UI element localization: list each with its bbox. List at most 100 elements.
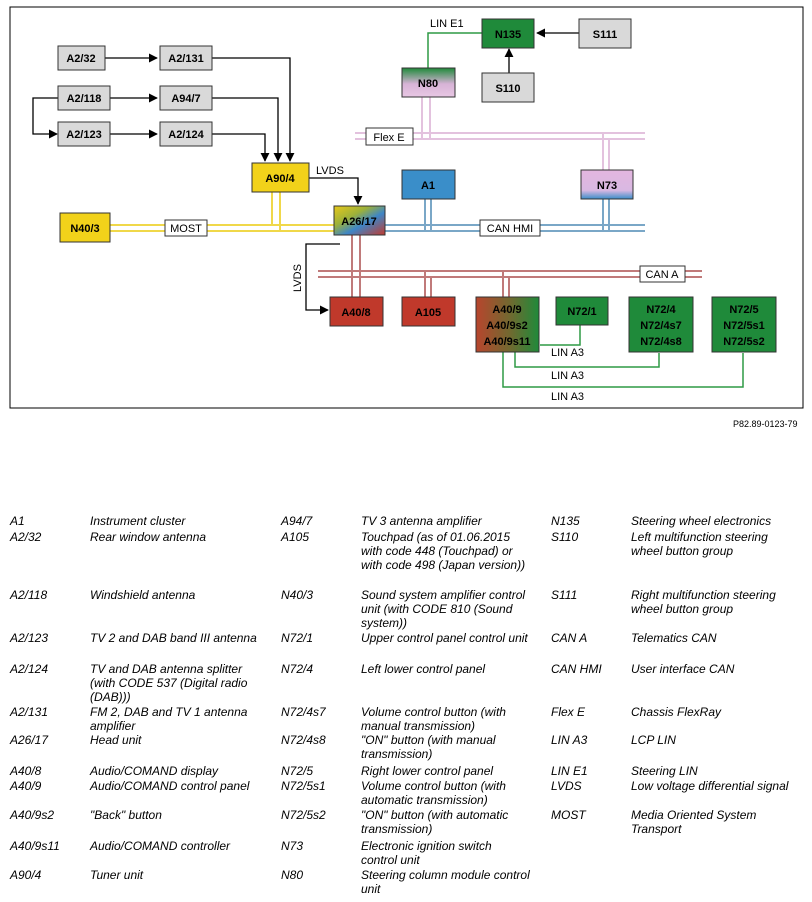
svg-text:A40/9s2: A40/9s2 [486,320,528,332]
legend-code: A94/7 [281,514,313,528]
legend-code: N73 [281,839,304,853]
legend-description: Steering LIN [631,764,698,778]
svg-text:A2/124: A2/124 [168,129,204,141]
svg-text:A40/9: A40/9 [492,304,521,316]
svg-text:N72/4s7: N72/4s7 [640,320,682,332]
label-flex-e: Flex E [365,127,414,146]
svg-text:MOST: MOST [170,223,202,235]
box-A2-131: A2/131 [159,45,213,71]
legend-description: Rear window antenna [90,530,207,544]
lin-a3-lines [502,325,744,388]
signal-arrows [32,28,579,315]
legend-description: Right multifunction steering wheel butto… [631,588,776,616]
legend-description: Steering wheel electronics [631,514,772,528]
box-A2-123: A2/123 [57,121,111,147]
legend-code: A90/4 [10,868,42,882]
box-N80: N80 [401,67,456,98]
legend-description: Tuner unit [90,868,144,882]
legend-code: N72/1 [281,631,314,645]
legend-code: N72/5s2 [281,808,326,822]
legend-description: Upper control panel control unit [361,631,528,645]
legend-description: Telematics CAN [631,631,717,645]
svg-text:A2/118: A2/118 [67,93,102,105]
legend-description: Left lower control panel [361,662,486,676]
legend-description: Instrument cluster [90,514,186,528]
legend-description: Touchpad (as of 01.06.2015 with code 448… [361,530,526,572]
legend-code: A2/32 [10,530,42,544]
box-N73: N73 [580,169,634,200]
svg-text:A40/8: A40/8 [341,307,370,319]
legend-code: CAN A [551,631,588,645]
box-N72-5: N72/5 N72/5s1 N72/5s2 [711,296,777,353]
svg-text:S110: S110 [495,83,520,95]
label-can-a: CAN A [639,265,686,283]
svg-text:CAN HMI: CAN HMI [487,223,533,235]
network-diagram: A2/32 A2/131 A2/118 A94/7 A2/123 A2/124 … [9,6,804,409]
legend-code: CAN HMI [551,662,602,676]
diagram-frame [9,6,804,409]
legend-description: "ON" button (with automatic transmission… [361,808,509,836]
svg-text:A105: A105 [415,307,441,319]
legend-description: TV 2 and DAB band III antenna [90,631,257,645]
legend-description: LCP LIN [631,733,676,747]
legend-code: A105 [281,530,310,544]
legend-code: N135 [551,514,580,528]
legend-code: A2/118 [10,588,48,602]
box-N135: N135 [481,18,535,49]
legend-description: Left multifunction steering wheel button… [631,530,768,558]
box-A40-8: A40/8 [329,296,384,327]
label-lin-e1: LIN E1 [430,18,464,30]
box-A2-124: A2/124 [159,121,213,147]
legend-description: TV and DAB antenna splitter (with CODE 5… [90,662,248,704]
legend-description: Sound system amplifier control unit (wit… [361,588,526,630]
svg-text:A2/123: A2/123 [66,129,101,141]
legend-code: S111 [551,588,578,602]
svg-text:Flex E: Flex E [373,132,404,144]
legend-code: LIN A3 [551,733,588,747]
legend-code: N40/3 [281,588,314,602]
legend-description: Audio/COMAND control panel [90,779,250,793]
svg-text:N72/5: N72/5 [729,304,758,316]
legend-code: A2/124 [10,662,49,676]
legend-code: N72/4 [281,662,314,676]
legend-description: Right lower control panel [361,764,494,778]
legend-code: A2/123 [10,631,49,645]
legend-code: N72/5 [281,764,314,778]
legend-description: Volume control button (with automatic tr… [361,779,506,807]
legend-description: TV 3 antenna amplifier [361,514,482,528]
svg-text:N72/5s1: N72/5s1 [723,320,765,332]
lin-e1-line [427,32,482,68]
box-S111: S111 [578,18,632,49]
svg-text:N72/4: N72/4 [646,304,676,316]
box-A90-4: A90/4 [251,162,310,193]
svg-text:N80: N80 [418,78,438,90]
legend-code: S110 [551,530,579,544]
legend-description: Head unit [90,733,142,747]
svg-text:A94/7: A94/7 [171,93,200,105]
figure-reference: P82.89-0123-79 [733,419,798,429]
svg-text:CAN A: CAN A [645,269,679,281]
svg-text:A2/32: A2/32 [66,53,95,65]
svg-text:S111: S111 [593,29,617,41]
legend-code: A40/9 [10,779,42,793]
legend-code: N72/4s7 [281,705,326,719]
legend-code: N72/4s8 [281,733,326,747]
legend-description: Volume control button (with manual trans… [361,705,506,733]
legend-description: Chassis FlexRay [631,705,722,719]
svg-text:N135: N135 [495,29,521,41]
legend-description: "Back" button [90,808,162,822]
legend-description: Media Oriented System Transport [631,808,757,836]
legend-description: "ON" button (with manual transmission) [361,733,496,761]
legend-description: User interface CAN [631,662,735,676]
legend-code: N72/5s1 [281,779,326,793]
box-A94-7: A94/7 [159,85,213,111]
label-lvds-top: LVDS [316,165,344,177]
legend-code: A26/17 [10,733,49,747]
svg-text:A2/131: A2/131 [168,53,203,65]
legend-code: A40/9s11 [10,839,60,853]
box-A2-118: A2/118 [57,85,111,111]
box-N72-1: N72/1 [555,296,609,326]
legend-code: A40/8 [10,764,42,778]
label-lin-a3-1: LIN A3 [551,347,584,359]
legend-code: LVDS [551,779,582,793]
